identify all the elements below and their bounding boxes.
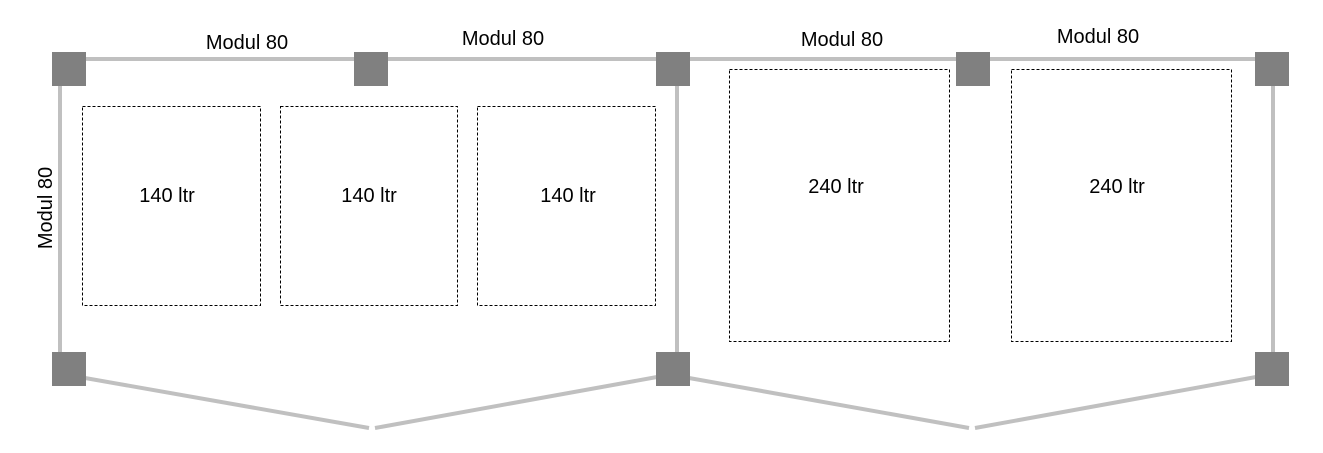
module-label-top-1: Modul 80 [206,32,288,54]
bin-5 [1011,69,1232,342]
post-top-3 [656,52,690,86]
module-label-top-2: Modul 80 [462,28,544,50]
post-top-5 [1255,52,1289,86]
bin-2 [280,106,458,306]
post-bottom-1 [52,352,86,386]
module-label-top-3: Modul 80 [801,29,883,51]
bin-4 [729,69,950,342]
door-right-b [974,375,1257,430]
door-left-a [84,376,370,430]
post-top-4 [956,52,990,86]
module-label-side: Modul 80 [35,167,57,249]
post-bottom-2 [656,352,690,386]
bin-5-label: 240 ltr [1089,176,1145,198]
bin-4-label: 240 ltr [808,176,864,198]
bin-2-label: 140 ltr [341,185,397,207]
bin-1-label: 140 ltr [139,185,195,207]
post-top-2 [354,52,388,86]
bin-1 [82,106,261,306]
module-label-top-4: Modul 80 [1057,26,1139,48]
post-top-1 [52,52,86,86]
post-bottom-3 [1255,352,1289,386]
bin-3-label: 140 ltr [540,185,596,207]
door-left-b [374,375,658,430]
door-right-a [688,376,970,430]
bin-3 [477,106,656,306]
